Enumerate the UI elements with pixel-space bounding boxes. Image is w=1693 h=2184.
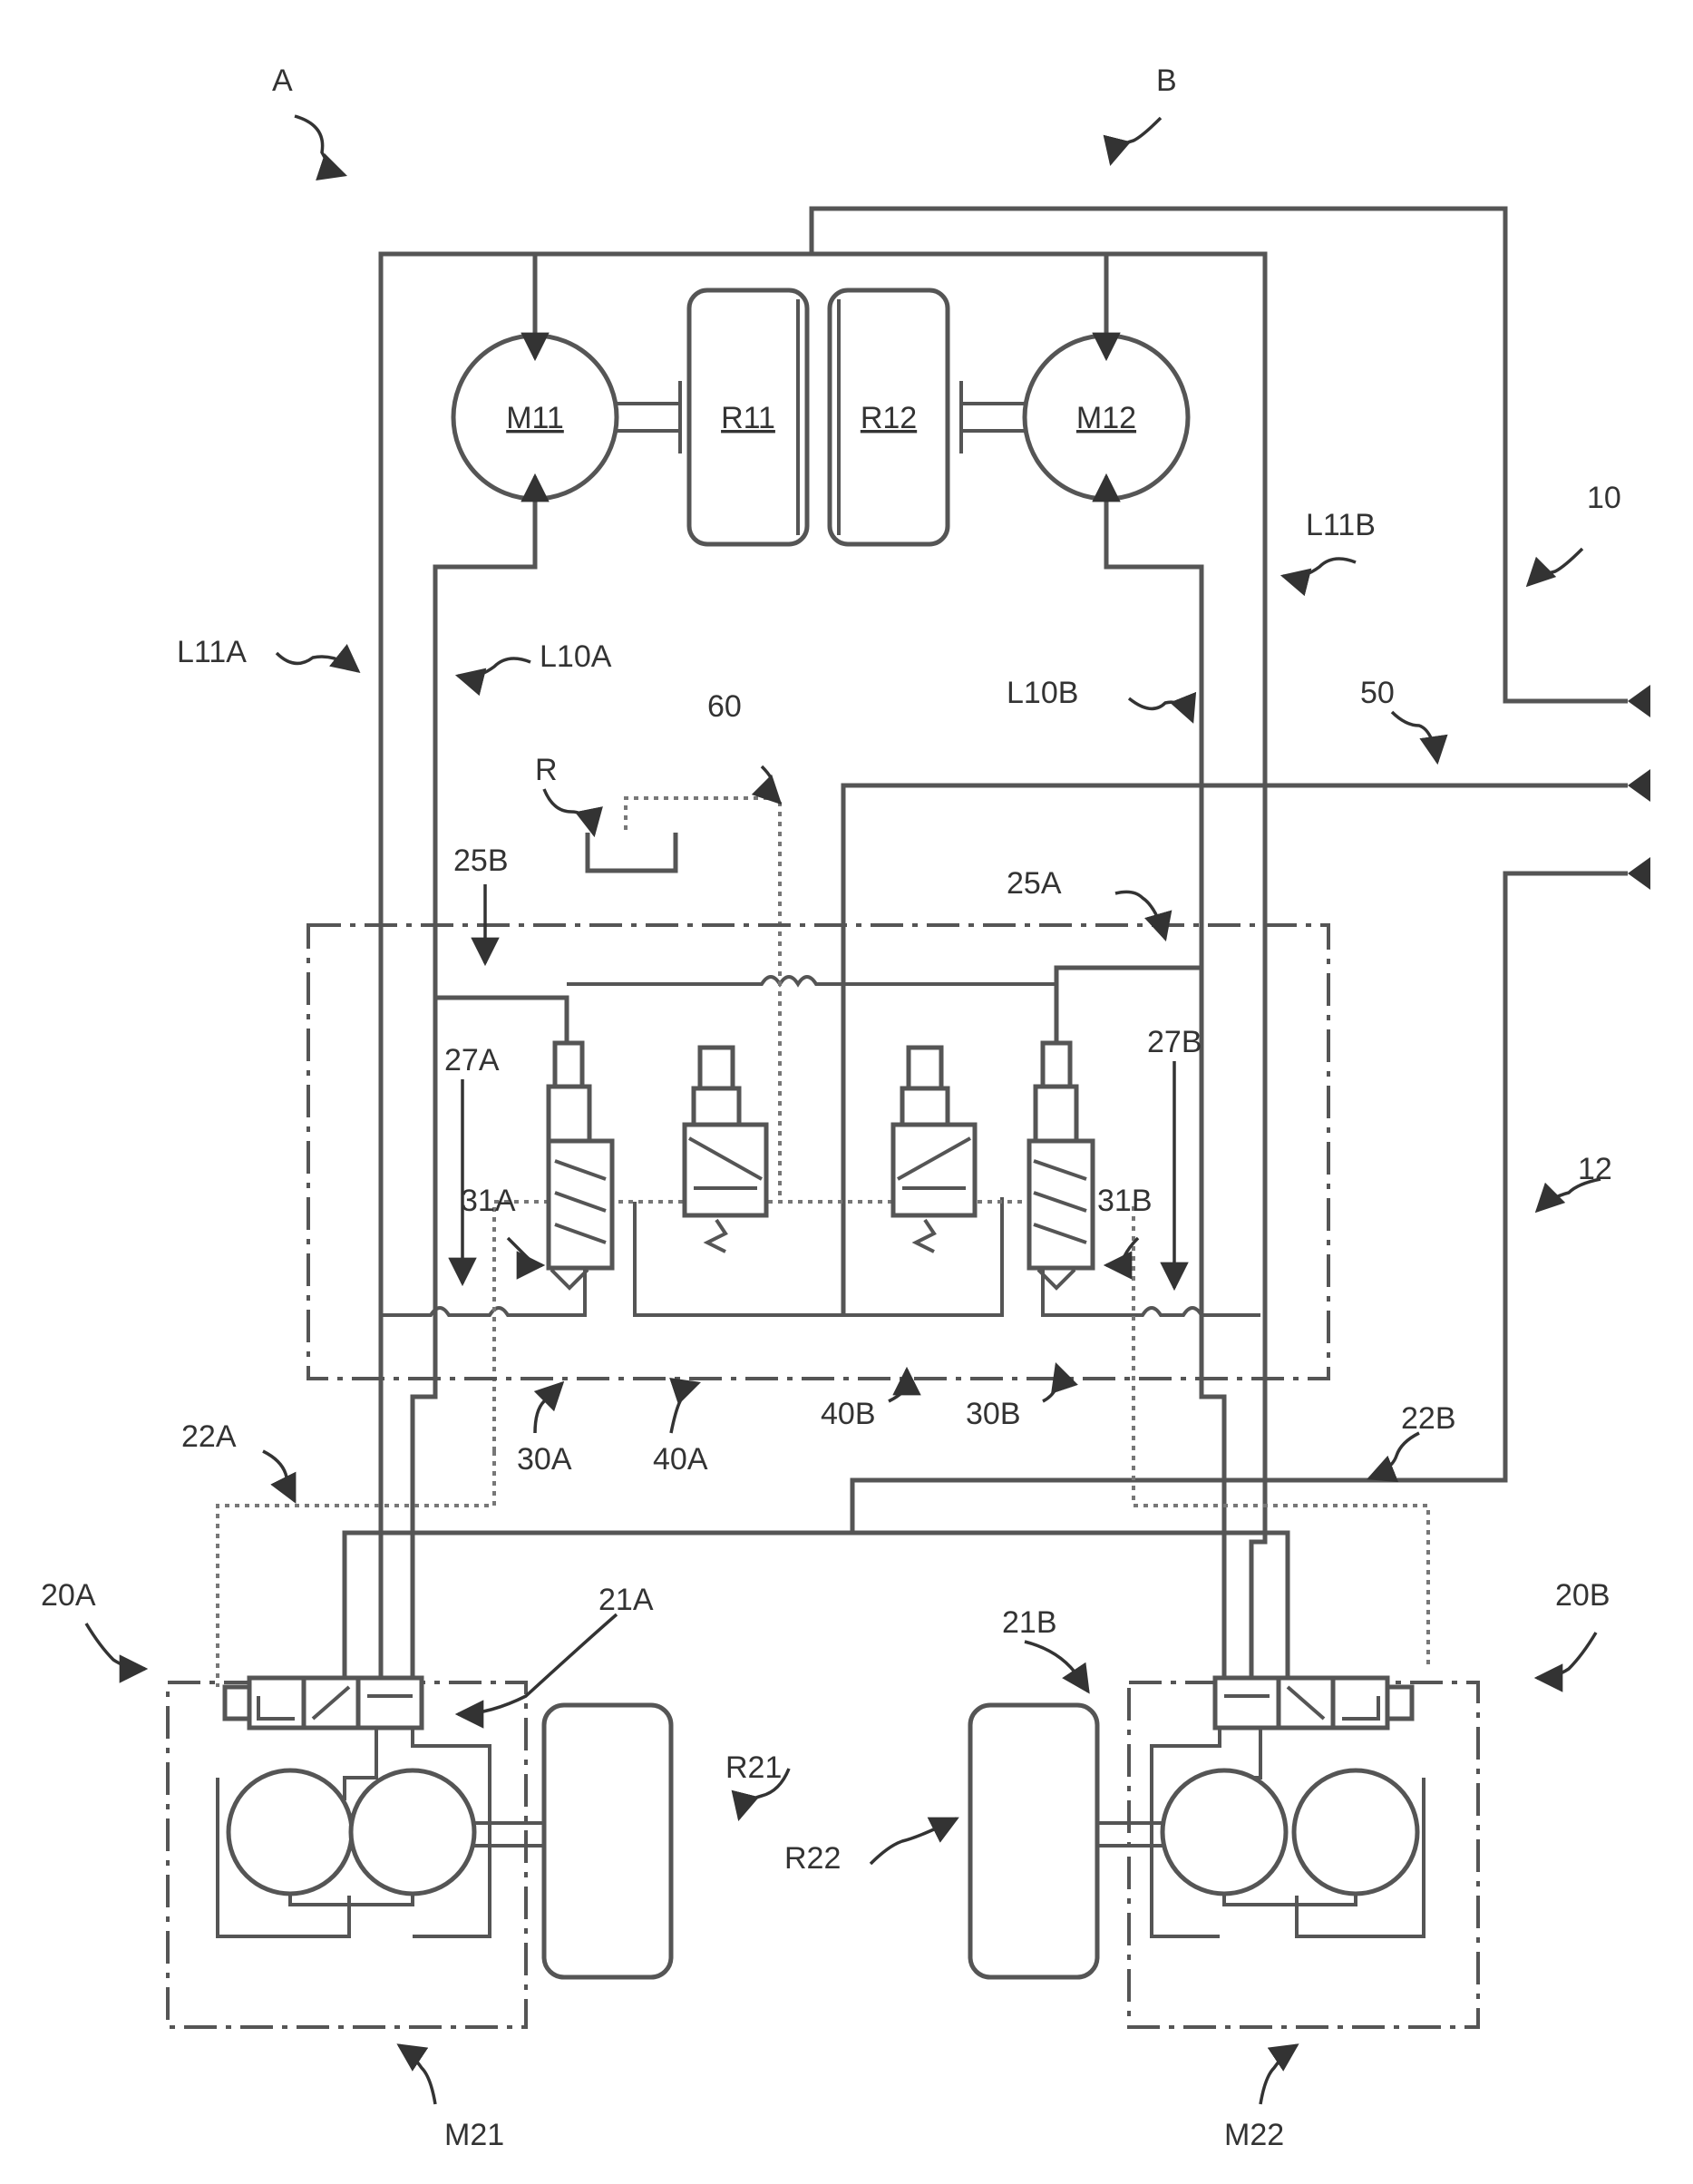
r22-roller — [970, 1705, 1097, 1977]
label-r12: R12 — [861, 401, 917, 435]
label-31a: 31A — [461, 1184, 516, 1218]
label-30a: 30A — [517, 1442, 572, 1477]
m21-motor — [229, 1770, 544, 1894]
valve-21a — [225, 1678, 422, 1728]
label-22a: 22A — [181, 1419, 237, 1454]
label-21a: 21A — [598, 1583, 654, 1617]
label-m11: M11 — [506, 401, 564, 435]
external-ports — [1628, 685, 1650, 890]
valve-31a — [549, 1043, 612, 1288]
r21-roller — [544, 1705, 671, 1977]
label-l11b: L11B — [1306, 508, 1376, 542]
label-l10b: L10B — [1007, 676, 1078, 710]
top-shafts — [617, 381, 1025, 453]
label-50: 50 — [1360, 676, 1395, 710]
label-60: 60 — [707, 689, 742, 724]
label-22b: 22B — [1401, 1401, 1456, 1436]
label-30b: 30B — [966, 1397, 1021, 1431]
label-a: A — [272, 63, 293, 98]
label-20a: 20A — [41, 1578, 96, 1613]
valve-left-center — [685, 1048, 766, 1252]
label-r22: R22 — [784, 1841, 841, 1876]
label-r: R — [535, 753, 558, 787]
valve-31b — [1029, 1043, 1093, 1288]
label-10: 10 — [1587, 481, 1621, 515]
valve-right-center — [893, 1048, 975, 1252]
label-m12: M12 — [1076, 401, 1136, 435]
label-21b: 21B — [1002, 1605, 1057, 1640]
label-r21: R21 — [725, 1750, 782, 1785]
label-31b: 31B — [1097, 1184, 1153, 1218]
pilot-lines — [218, 798, 1428, 1687]
tank-r — [588, 833, 676, 871]
label-r11: R11 — [721, 401, 775, 435]
label-40a: 40A — [653, 1442, 708, 1477]
label-25a: 25A — [1007, 866, 1062, 901]
label-l11a: L11A — [177, 635, 247, 669]
label-b: B — [1156, 63, 1177, 98]
label-25b: 25B — [453, 843, 509, 878]
label-12: 12 — [1578, 1152, 1612, 1186]
label-20b: 20B — [1555, 1578, 1610, 1613]
label-40b: 40B — [821, 1397, 876, 1431]
label-m21: M21 — [444, 2118, 504, 2152]
label-27b: 27B — [1147, 1025, 1202, 1059]
label-m22: M22 — [1224, 2118, 1284, 2152]
valve-21b — [1215, 1678, 1412, 1728]
label-27a: 27A — [444, 1043, 500, 1077]
m22-motor — [1093, 1770, 1417, 1894]
label-l10a: L10A — [540, 639, 612, 674]
